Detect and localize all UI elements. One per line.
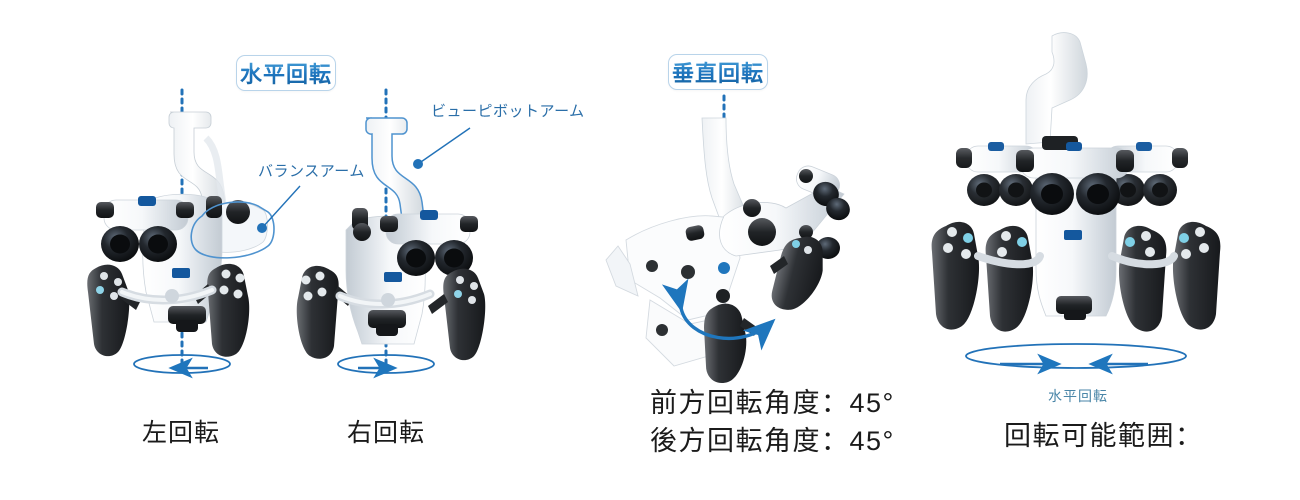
ghost-head-far-left: [956, 142, 1039, 206]
brand-badge: [1066, 142, 1082, 151]
microscope-body: [1035, 165, 1117, 317]
eyepieces: [352, 208, 478, 276]
caption-rotation-range: 回転可能範囲：: [1004, 421, 1204, 451]
suspension-arm: [168, 111, 229, 231]
rotation-range-ellipse: [965, 343, 1187, 369]
rotation-ellipse-right: [337, 354, 435, 374]
suspension-arm: [1025, 32, 1088, 145]
view-pivot-arm-callout-dot: [413, 159, 423, 169]
microscope-photo-right-rotation: [296, 88, 486, 379]
callout-view-pivot-arm-label: ビューピボットアーム: [431, 103, 585, 120]
scope-knob: [748, 218, 776, 246]
handgrip-right: [194, 263, 250, 357]
eyepieces: [796, 165, 850, 259]
view-pivot-arm-leader-line: [417, 127, 471, 165]
badge-vertical-rotation: 垂直回転: [668, 54, 768, 90]
microscope-body-rear: [625, 215, 741, 321]
suspension-arm: [701, 117, 753, 237]
binocular-head: [1019, 147, 1131, 179]
microscope-photo-left-rotation: [87, 88, 301, 379]
caption-right-rotation: 右回転: [347, 419, 426, 447]
sub-label-horizontal-rotation: 水平回転: [1048, 388, 1108, 404]
balance-arm-leader-line: [261, 185, 301, 229]
microscope-photo-vertical-rotation: [605, 94, 850, 384]
ghost-head-far-right: [1105, 142, 1188, 206]
rotation-ellipse-left: [133, 354, 231, 374]
binocular-head: [385, 213, 471, 245]
handgrip-left: [87, 264, 140, 357]
handgrip-outer-left: [931, 221, 980, 330]
microscope-photo-rotation-range: [931, 32, 1221, 375]
handgrip-outer-right: [1172, 221, 1221, 330]
badge-horizontal-rotation: 水平回転: [236, 55, 336, 91]
balance-arm-knob: [226, 200, 250, 224]
callout-balance-arm-label: バランスアーム: [258, 163, 365, 180]
balance-arm-highlight: [190, 201, 275, 259]
objective-lens: [168, 306, 206, 324]
vertical-rotation-arc-arrow: [661, 278, 776, 351]
caption-backward-rotation-angle: 後方回転角度：45°: [650, 426, 895, 456]
handgrip-inner-left: [985, 225, 1034, 332]
badge-horizontal-rotation-label: 水平回転: [240, 57, 332, 89]
rotation-pivot-dot: [718, 262, 730, 274]
balance-arm-body: [196, 202, 268, 253]
caption-forward-rotation-angle: 前方回転角度：45°: [650, 388, 895, 418]
objective-lens: [368, 310, 406, 328]
handgrip-bottom: [704, 303, 758, 384]
caption-left-rotation: 左回転: [142, 419, 221, 447]
microscope-body: [345, 215, 426, 345]
handgrip-inner-right: [1118, 225, 1167, 332]
handgrip-right: [770, 236, 823, 310]
handgrip-left: [296, 265, 352, 359]
view-pivot-arm-highlight: [365, 117, 427, 235]
brand-badge: [138, 196, 156, 206]
microscope-body: [142, 193, 223, 323]
eyepieces: [96, 196, 222, 262]
binocular-head: [103, 199, 189, 231]
badge-vertical-rotation-label: 垂直回転: [672, 56, 764, 88]
objective-lens-right: [1076, 173, 1120, 215]
objective-lens-left: [1030, 173, 1074, 215]
handgrip-right: [428, 268, 486, 361]
objective-housing: [1056, 296, 1092, 314]
balance-arm-callout-dot: [257, 223, 267, 233]
scope-head: [719, 185, 845, 257]
brand-badge: [420, 210, 438, 220]
view-pivot-arm-body: [365, 117, 427, 235]
